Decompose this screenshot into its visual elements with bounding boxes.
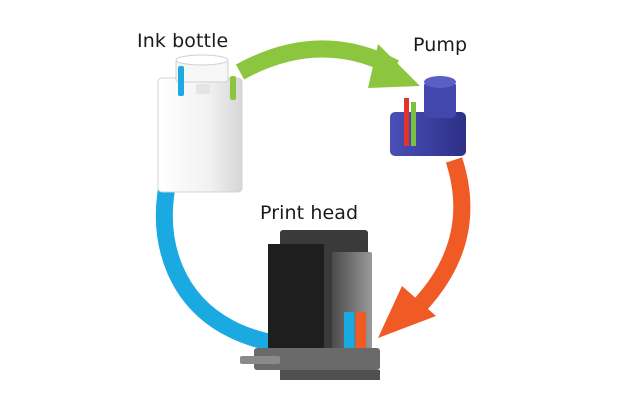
label-ink-bottle: Ink bottle xyxy=(137,30,229,52)
label-print-head: Print head xyxy=(260,202,359,224)
print-head-illustration xyxy=(240,230,380,380)
pump-illustration xyxy=(390,76,466,156)
label-pump: Pump xyxy=(413,34,468,56)
arrow-pump-to-printhead xyxy=(378,157,471,338)
arrow-bottle-to-pump xyxy=(235,40,420,88)
ink-bottle-illustration xyxy=(157,54,243,193)
